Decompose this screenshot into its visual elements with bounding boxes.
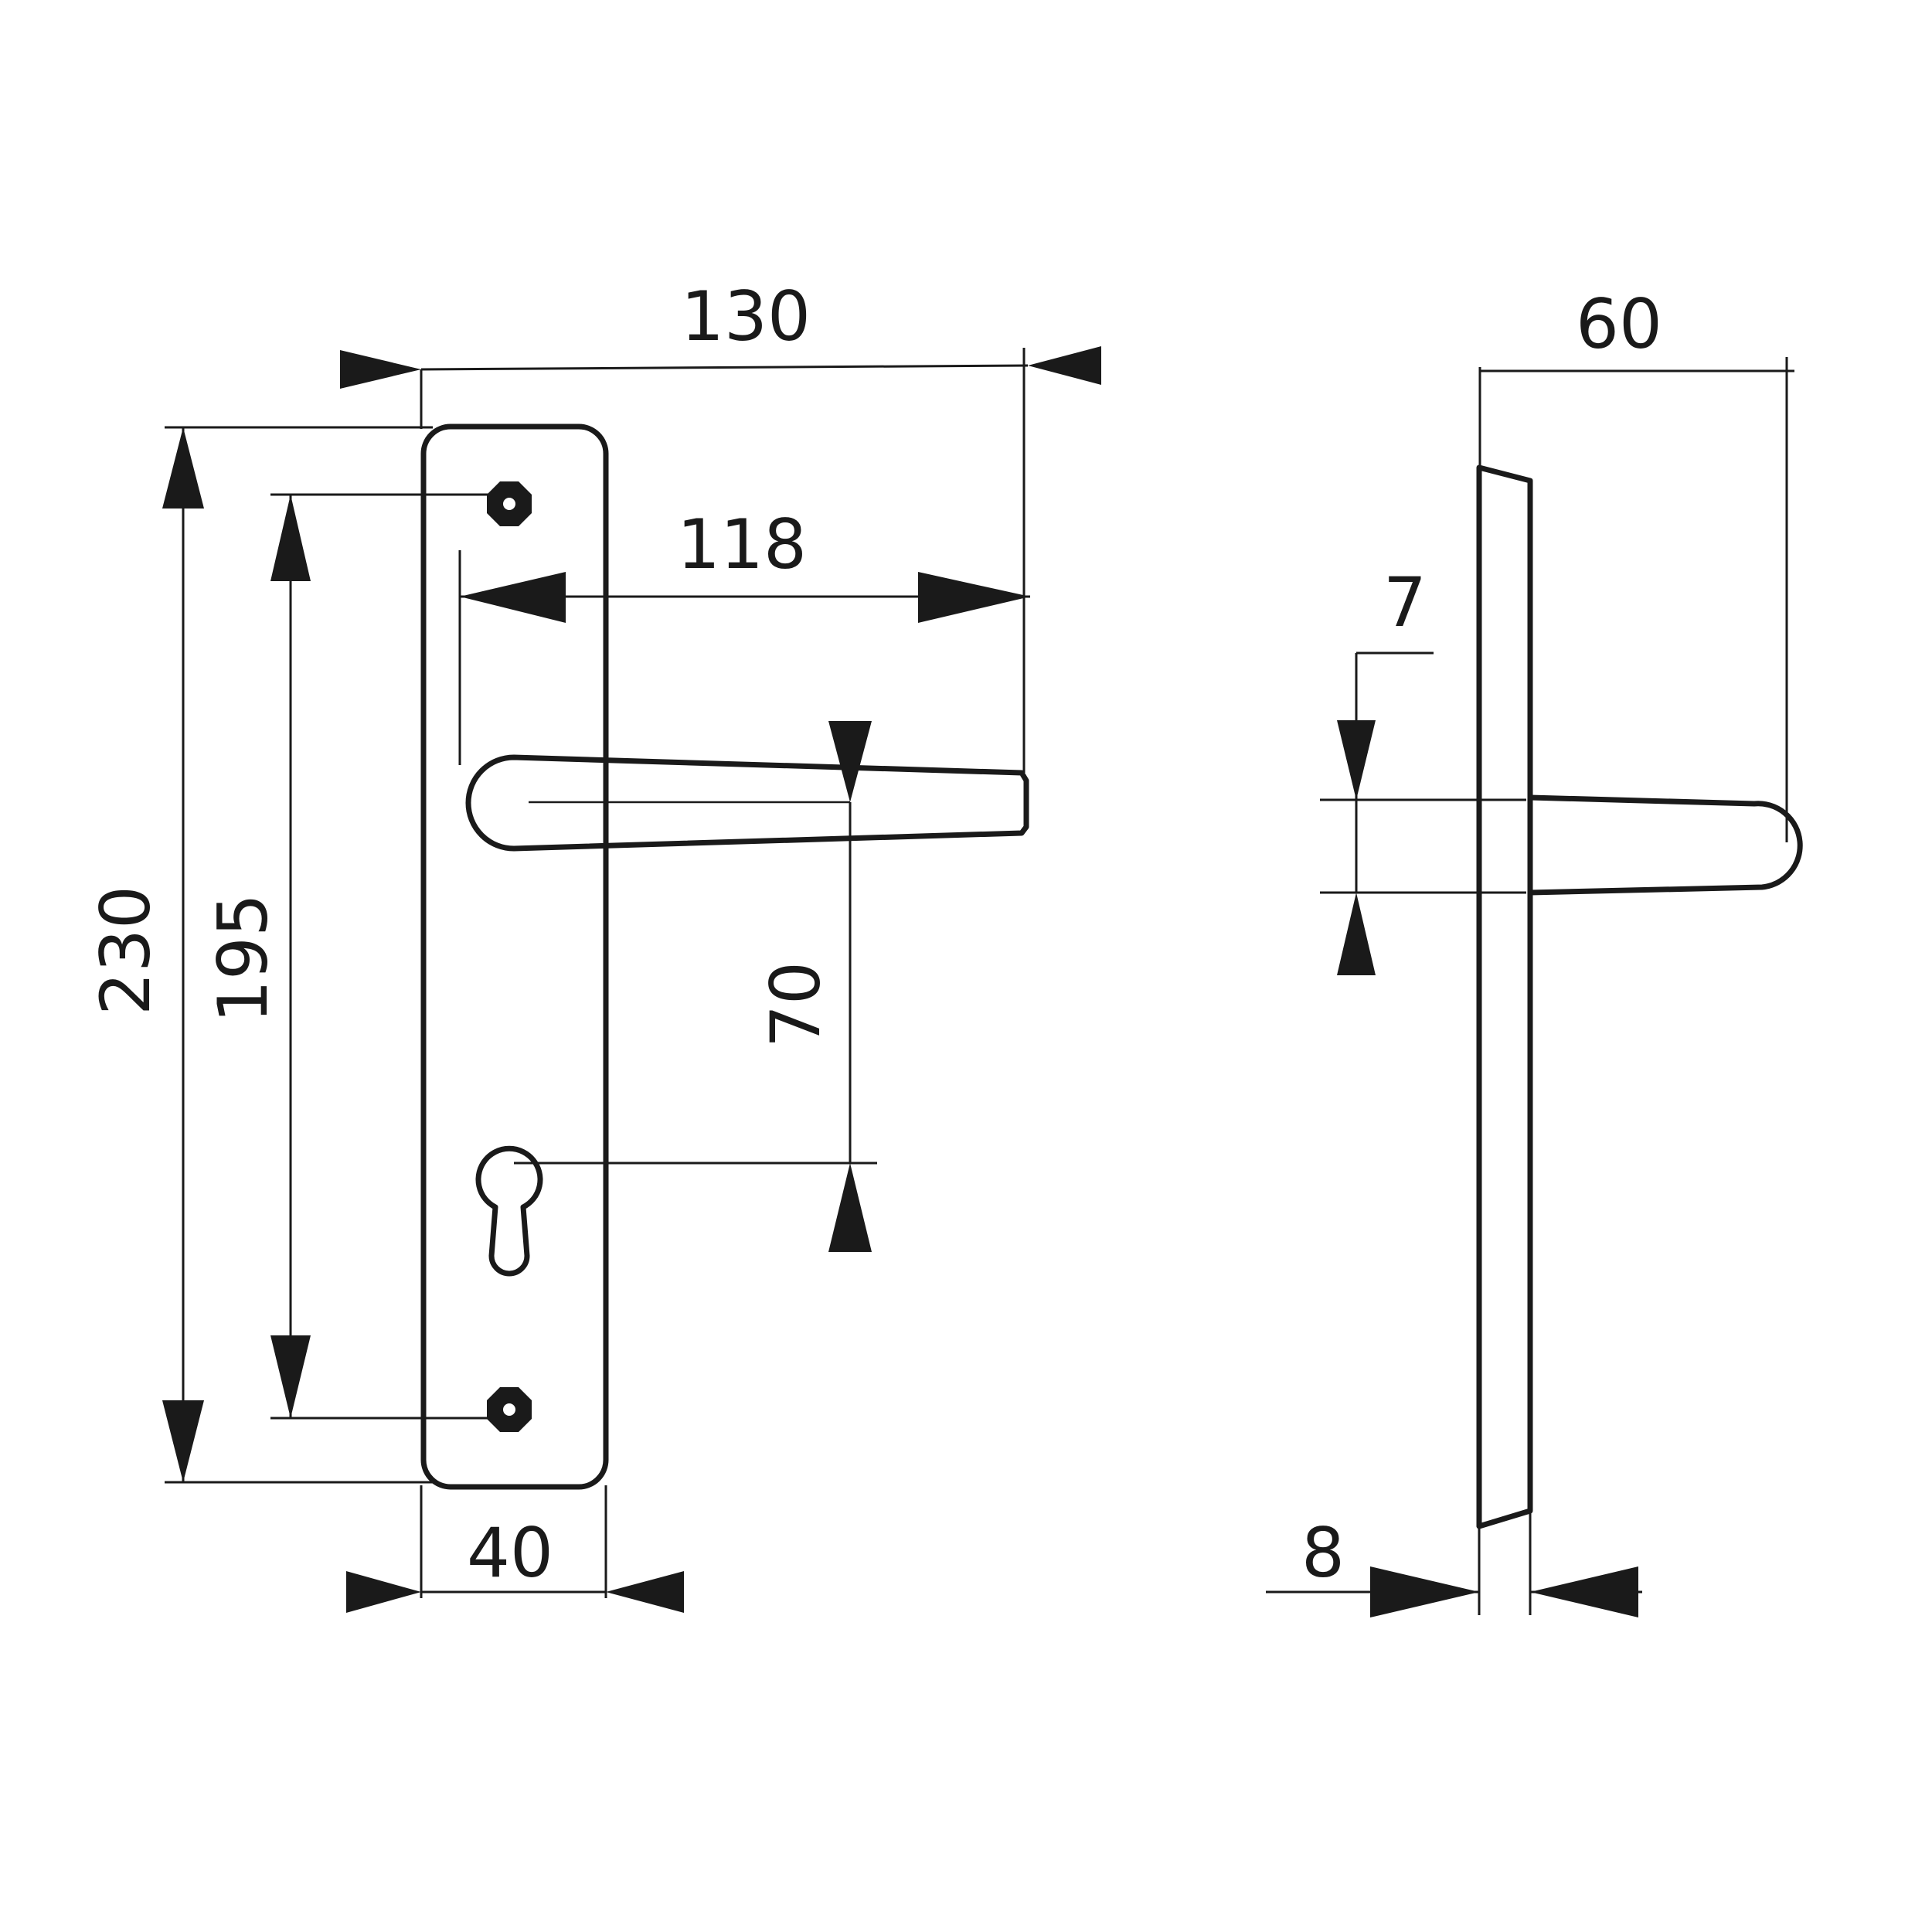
top-screw-icon bbox=[487, 481, 532, 526]
side-view: 60 7 8 bbox=[1266, 284, 1803, 1617]
dim-lever-projection: 60 bbox=[1478, 284, 1794, 842]
dim-lever-length: 118 bbox=[458, 505, 1030, 765]
dim-label-40: 40 bbox=[467, 1513, 553, 1593]
lever-handle bbox=[465, 754, 1029, 852]
dim-overall-width: 130 bbox=[340, 277, 1101, 773]
dim-label-118: 118 bbox=[677, 505, 807, 584]
dim-plate-height: 230 bbox=[86, 426, 433, 1484]
dim-lever-thickness: 7 bbox=[1320, 563, 1526, 975]
dim-label-60: 60 bbox=[1576, 284, 1662, 364]
side-lever-profile bbox=[1529, 794, 1803, 896]
dim-screw-spacing: 195 bbox=[203, 493, 501, 1420]
side-plate-profile bbox=[1476, 464, 1533, 1529]
dim-label-70: 70 bbox=[756, 961, 835, 1048]
dim-label-230: 230 bbox=[86, 886, 165, 1015]
dim-label-7: 7 bbox=[1383, 563, 1427, 642]
front-view: 130 118 230 195 bbox=[86, 277, 1101, 1613]
dim-label-8: 8 bbox=[1301, 1513, 1345, 1593]
backplate-outline bbox=[420, 423, 609, 1490]
dim-label-195: 195 bbox=[203, 893, 283, 1023]
cylinder-keyhole bbox=[475, 1145, 543, 1277]
dim-plate-thickness: 8 bbox=[1266, 1511, 1642, 1617]
dim-label-130: 130 bbox=[681, 277, 811, 356]
dim-lever-to-cylinder: 70 bbox=[514, 721, 877, 1252]
dim-plate-width: 40 bbox=[346, 1485, 684, 1613]
bottom-screw-icon bbox=[487, 1387, 532, 1432]
